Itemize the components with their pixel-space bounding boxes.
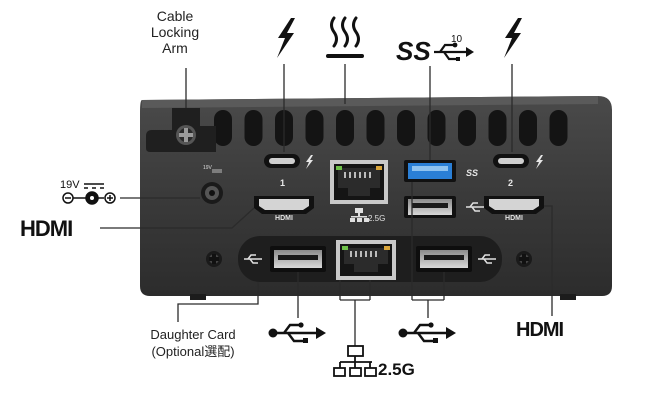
- thunderbolt-port-1: [264, 154, 313, 169]
- daughter-card-module: [206, 236, 532, 282]
- ethernet-small-label: 2.5G: [368, 214, 386, 223]
- daughter-card-label: Daughter Card (Optional選配): [150, 327, 236, 359]
- vent-slot: [427, 110, 446, 146]
- vent-slot: [366, 110, 385, 146]
- cable-locking-arm: [146, 108, 216, 152]
- vent-slot: [519, 110, 537, 146]
- network-icon: [333, 345, 377, 377]
- usb-icon-small: [466, 202, 484, 212]
- ethernet-port-top: [330, 160, 388, 222]
- usb-icon: [398, 322, 456, 343]
- svg-text:HDMI: HDMI: [505, 215, 523, 222]
- hdmi-logo: HDMI: [516, 319, 565, 341]
- thunderbolt-port-2: [493, 154, 543, 169]
- vent-slot: [549, 110, 568, 146]
- usb-port-upper: [404, 196, 484, 218]
- usb-superspeed-10-icon: SS: [396, 36, 474, 66]
- vent-slot: [336, 110, 354, 146]
- hdmi-logo: HDMI: [20, 216, 73, 241]
- hdmi-port-2: HDMI: [484, 196, 544, 222]
- vent-slots: [214, 110, 568, 146]
- vent-slot: [488, 110, 507, 146]
- dc-voltage-small-label: 19V: [203, 165, 212, 171]
- vent-slot: [244, 110, 263, 146]
- vent-slot: [214, 110, 232, 146]
- ethernet-speed-label: 2.5G: [378, 360, 415, 379]
- svg-text:HDMI: HDMI: [275, 215, 293, 222]
- cable-locking-arm-label: Cable Locking Arm: [150, 8, 200, 56]
- dc-jack: [201, 182, 223, 204]
- vent-slot: [305, 110, 324, 146]
- port-1-label: 1: [280, 178, 286, 188]
- usb-icon: [268, 322, 326, 343]
- svg-text:HDMI: HDMI: [516, 319, 564, 341]
- svg-text:SS: SS: [466, 168, 478, 178]
- vent-slot: [458, 110, 476, 146]
- vent-slot: [397, 110, 415, 146]
- dc-power-icon: [62, 183, 116, 205]
- superspeed-ten-label: 10: [451, 34, 463, 45]
- svg-text:HDMI: HDMI: [20, 216, 72, 241]
- usb-superspeed-port: SS: [404, 160, 478, 182]
- port-2-label: 2: [508, 178, 514, 188]
- dc-voltage-label: 19V: [60, 179, 80, 191]
- svg-text:SS: SS: [396, 36, 431, 66]
- thunderbolt-icon: [277, 18, 295, 58]
- thunderbolt-icon: [504, 18, 522, 58]
- callout-lines: [100, 64, 553, 346]
- hdmi-port-1: HDMI: [254, 196, 314, 222]
- heat-exhaust-icon: [326, 16, 364, 58]
